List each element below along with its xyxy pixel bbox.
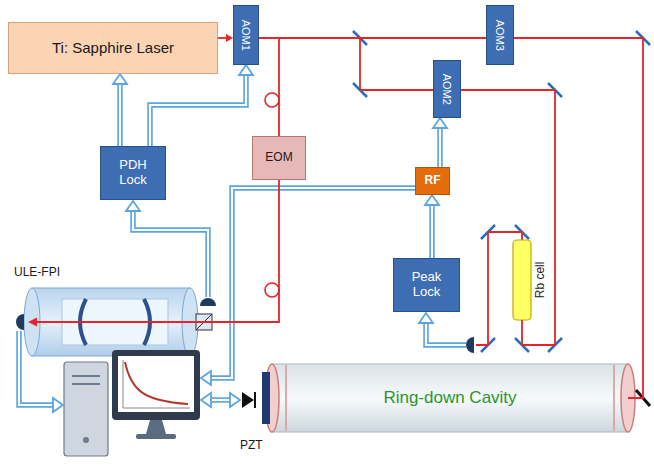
arrowhead	[433, 118, 447, 128]
box-label: AOM1	[240, 19, 253, 50]
beam-connector	[514, 38, 643, 398]
box-label: ULE-FPI	[14, 266, 60, 280]
modulator-box: EOM	[252, 136, 306, 180]
signal-line	[437, 127, 443, 167]
laser-beam	[514, 38, 643, 398]
signal-line	[211, 188, 415, 378]
cavity-tube	[272, 364, 628, 432]
photodetector	[200, 298, 216, 306]
pzt-plate	[262, 372, 270, 424]
signal-line	[117, 83, 123, 146]
ring-down-cavity: Ring-down Cavity	[272, 364, 628, 432]
signal-line	[426, 323, 466, 345]
signal-arrowhead	[53, 398, 63, 412]
laser-beam	[461, 90, 555, 345]
fiber-loop	[265, 93, 279, 107]
aom-box: AOM1	[233, 5, 259, 65]
fiber-loop	[265, 283, 279, 297]
part-label: PZT	[240, 438, 263, 452]
photodiode-symbol	[242, 392, 254, 408]
arrowhead	[113, 74, 127, 84]
lock-box: Peak Lock	[393, 258, 460, 312]
arrowhead	[425, 195, 439, 205]
signal-arrowhead	[230, 393, 240, 407]
box-label: Peak Lock	[406, 270, 448, 300]
signal-line	[150, 74, 246, 146]
box-label: EOM	[265, 151, 292, 165]
arrowhead	[239, 65, 253, 75]
laser-beam	[259, 38, 279, 136]
signal-arrowhead	[201, 371, 211, 385]
box-label: Rb cell	[534, 262, 548, 299]
signal-line	[426, 323, 466, 345]
laser-beam	[194, 180, 279, 322]
signal-line	[19, 331, 53, 405]
signal-line	[150, 74, 246, 146]
aom-box: AOM3	[486, 5, 514, 65]
monitor-stand	[146, 420, 166, 434]
signal-line	[211, 188, 415, 378]
part-label-text: PZT	[240, 438, 263, 452]
computer-tower	[72, 383, 100, 385]
photodetector	[466, 337, 474, 353]
monitor-stand	[136, 434, 176, 439]
box-label: AOM2	[441, 73, 454, 104]
laser-beam	[218, 37, 227, 39]
photodetector	[16, 314, 24, 330]
box-label: Ti: Sapphire Laser	[52, 39, 174, 56]
beam-connector	[259, 38, 433, 90]
monitor-screen	[118, 356, 194, 412]
cavity-mirror-ring	[285, 365, 287, 431]
signal-connector	[433, 118, 447, 167]
signal-connector	[425, 195, 439, 258]
signal-connector	[113, 74, 127, 146]
signal-line	[119, 83, 121, 146]
signal-connector	[150, 65, 253, 146]
signal-arrowheads	[53, 201, 433, 412]
vapor-cell: Rb cell	[512, 240, 550, 320]
photodiode-symbol	[254, 392, 256, 408]
beam-connector	[194, 180, 279, 322]
computer-tower	[72, 375, 100, 377]
signal-line	[133, 211, 208, 297]
cavity-mirror-ring	[613, 365, 615, 431]
signal-line	[431, 204, 433, 258]
signal-line	[429, 204, 435, 258]
signal-line	[211, 399, 230, 401]
box-label: PDH Lock	[112, 158, 154, 188]
decay-curve	[125, 362, 188, 404]
signal-arrowhead	[126, 201, 140, 211]
signal-arrowhead	[201, 393, 211, 407]
beam-arrowhead	[28, 318, 37, 327]
signal-line	[133, 211, 208, 297]
vapor-cell-glass	[513, 240, 531, 320]
laser-beam	[36, 321, 194, 323]
box-label: AOM3	[494, 19, 507, 50]
signal-line	[439, 127, 441, 167]
interferometer: ULE-FPI	[14, 266, 194, 358]
rf-source-box: RF	[415, 167, 450, 195]
signal-line	[211, 397, 230, 403]
computer-monitor	[112, 350, 200, 420]
plot-axes	[123, 360, 190, 408]
laser-box: Ti: Sapphire Laser	[8, 22, 218, 74]
computer-tower	[83, 437, 89, 443]
beam-connector	[259, 38, 279, 136]
signal-arrowhead	[419, 313, 433, 323]
beam-connector	[218, 34, 233, 42]
arrowhead	[226, 34, 233, 42]
box-label: RF	[425, 174, 441, 188]
signal-line	[19, 331, 53, 405]
laser-beam	[259, 38, 433, 90]
box-label: Ring-down Cavity	[383, 388, 516, 408]
signal-lines	[19, 188, 466, 405]
beam-connector	[461, 90, 555, 345]
computer-tower	[64, 362, 108, 456]
aom-box: AOM2	[433, 60, 461, 118]
lock-box: PDH Lock	[100, 146, 166, 200]
